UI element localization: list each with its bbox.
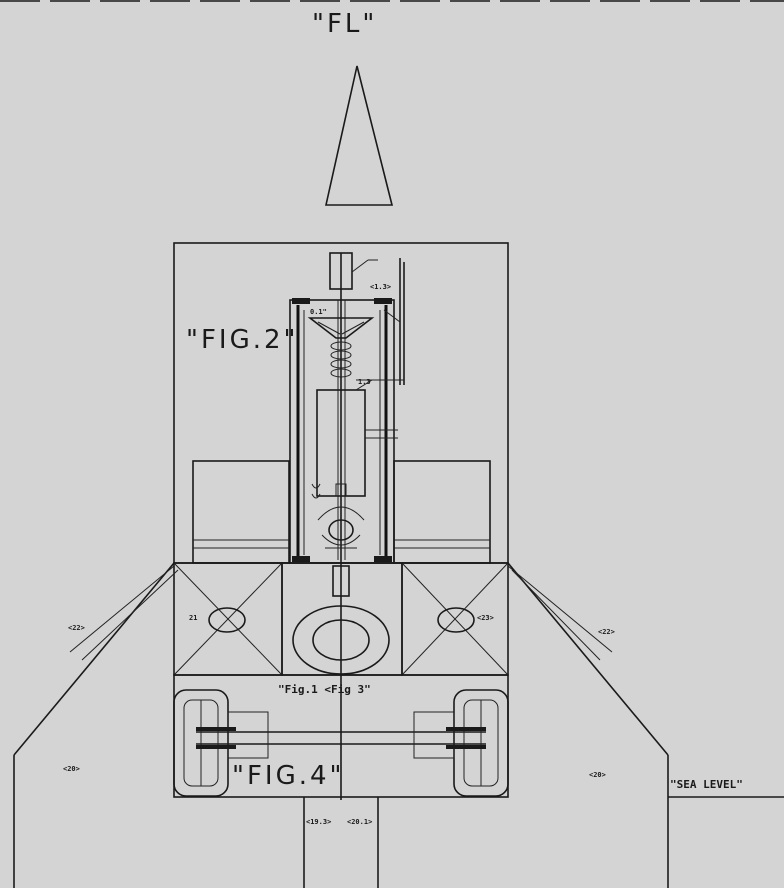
ref-19-3: <19.3>	[306, 818, 331, 826]
ref-small-a: 0.1"	[310, 308, 327, 316]
label-fig1-fig3: "Fig.1 <Fig 3"	[278, 683, 371, 696]
nose-cone-triangle	[325, 65, 394, 206]
ref-22-right: <22>	[598, 628, 615, 636]
lower-valve	[311, 483, 365, 549]
outer-hull	[13, 562, 784, 888]
right-side-panel	[393, 460, 491, 564]
label-sea-level: "SEA LEVEL"	[670, 778, 743, 791]
ref-1-3: <1.3>	[370, 283, 391, 291]
ref-23: <23>	[477, 614, 494, 622]
ref-20-right: <20>	[589, 771, 606, 779]
drawing-title: "FL"	[312, 9, 377, 39]
ref-22-left: <22>	[68, 624, 85, 632]
upper-funnel	[307, 317, 375, 339]
ref-20-1: <20.1>	[347, 818, 372, 826]
ref-20-left: <20>	[63, 765, 80, 773]
bottom-shaft-column	[303, 797, 379, 888]
left-side-panel	[192, 460, 290, 564]
lower-shaft-box	[332, 565, 350, 597]
left-leader-lines	[69, 565, 179, 661]
label-fig2: "FIG.2"	[186, 325, 299, 355]
right-leader-lines	[507, 565, 613, 661]
right-pipe-assembly	[351, 258, 405, 385]
ref-21: 21	[189, 614, 197, 622]
spring-coils	[330, 341, 352, 378]
center-base	[281, 562, 403, 676]
ref-small-b: 1.3	[358, 378, 371, 386]
label-fig4: "FIG.4"	[232, 761, 345, 791]
axle-assembly	[173, 674, 509, 798]
